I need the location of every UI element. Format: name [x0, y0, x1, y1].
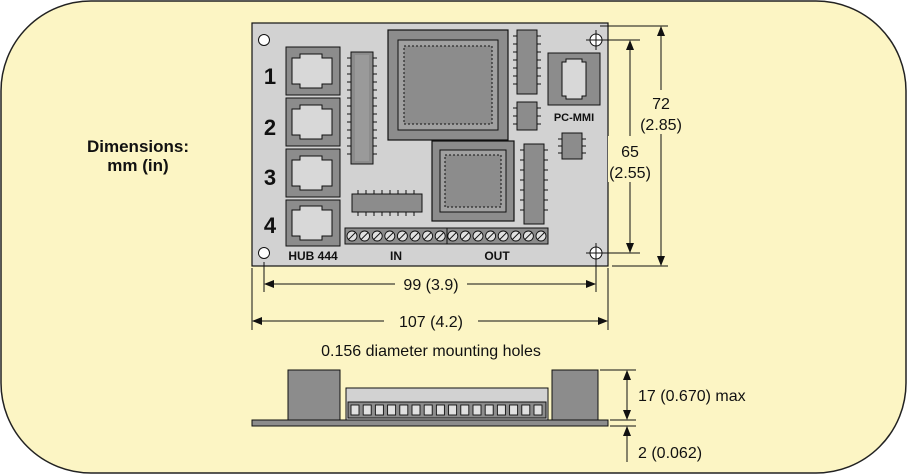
terminal-screw-slot: [537, 232, 545, 240]
processor-chip-large: [387, 29, 509, 141]
mounting-hole-bottom-right: [586, 243, 606, 263]
side-dimension-lines: [600, 369, 636, 462]
side-terminal-tooth: [460, 404, 470, 416]
processor-chip-medium: [431, 140, 515, 222]
side-terminal-tooth: [484, 404, 494, 416]
terminal-screw-slot: [486, 232, 495, 240]
port-number-2: 2: [264, 115, 276, 140]
dimensions-title: Dimensions:: [87, 137, 189, 156]
port-number-1: 1: [264, 64, 276, 89]
side-terminal-tooth: [411, 404, 421, 416]
side-terminal-tooth: [387, 404, 397, 416]
pc-mmi-label: PC-MMI: [554, 112, 594, 124]
terminal-screw-slot: [423, 232, 432, 240]
side-jack-left: [287, 369, 341, 421]
board-top-view: 1 2 3 4 HUB 444: [251, 22, 609, 267]
side-terminal-tooth: [435, 404, 445, 416]
dip-chip-upper-right: [513, 29, 541, 95]
height-outer-in: (2.85): [640, 117, 682, 134]
board-side-view: [251, 369, 609, 427]
rj-jack-3: [285, 148, 341, 198]
rj-jack-2: [285, 97, 341, 147]
dip-chip-small-mid: [513, 101, 541, 131]
height-outer-mm: 72: [652, 96, 670, 113]
side-terminal-tooth: [399, 404, 409, 416]
width-inner-label: 99 (3.9): [403, 277, 458, 294]
width-outer-label: 107 (4.2): [399, 314, 463, 331]
dip-chip-small-right: [558, 132, 586, 160]
terminal-block: [344, 227, 549, 245]
terminal-screw-slot: [436, 232, 445, 240]
terminal-screw-slot: [524, 232, 533, 240]
side-terminal-tooth: [448, 404, 458, 416]
model-label: HUB 444: [288, 249, 338, 263]
board-thickness-label: 2 (0.062): [638, 445, 702, 462]
side-pcb: [251, 419, 609, 427]
side-terminal-tooth: [374, 404, 384, 416]
port-number-4: 4: [264, 213, 277, 238]
terminal-in-label: IN: [390, 249, 402, 263]
side-terminal-tooth: [533, 404, 543, 416]
side-terminal-tooth: [423, 404, 433, 416]
terminal-out-label: OUT: [484, 249, 510, 263]
terminal-screw-slot: [398, 232, 407, 240]
height-inner-in: (2.55): [609, 165, 651, 182]
dip-chip-vertical-left: [347, 51, 377, 165]
rj-jack-1: [285, 46, 341, 96]
port-number-3: 3: [264, 165, 276, 190]
height-inner-mm: 65: [621, 144, 639, 161]
mounting-hole-top-left: [258, 34, 270, 46]
side-terminal-strip: [347, 401, 547, 419]
side-terminal-tooth: [509, 404, 519, 416]
terminal-screw-slot: [348, 232, 356, 240]
side-height-label: 17 (0.670) max: [638, 388, 746, 405]
terminal-screw-slot: [448, 232, 457, 240]
terminal-screw-slot: [411, 232, 419, 240]
rj-jack-4: [285, 199, 341, 247]
terminal-screw-slot: [373, 232, 382, 240]
terminal-screw-slot: [360, 232, 369, 240]
dip-chip-horizontal: [351, 190, 423, 216]
terminal-screw-slot: [474, 232, 482, 240]
dip-chip-vertical-right: [520, 143, 548, 225]
side-jack-right: [551, 369, 599, 421]
pc-mmi-jack: [547, 52, 601, 106]
side-terminal-tooth: [472, 404, 482, 416]
terminal-screw-slot: [499, 232, 508, 240]
dimensions-units: mm (in): [107, 156, 168, 175]
side-terminal-tooth: [521, 404, 531, 416]
terminal-screw-slot: [461, 232, 470, 240]
mounting-hole-top-right: [586, 30, 606, 50]
terminal-screw-slot: [511, 232, 520, 240]
terminal-screw-slot: [385, 232, 394, 240]
mounting-holes-note: 0.156 diameter mounting holes: [321, 343, 541, 360]
side-terminal-tooth: [496, 404, 506, 416]
side-terminal-tooth: [350, 404, 360, 416]
side-terminal-tooth: [362, 404, 372, 416]
mounting-hole-bottom-left: [258, 247, 270, 259]
